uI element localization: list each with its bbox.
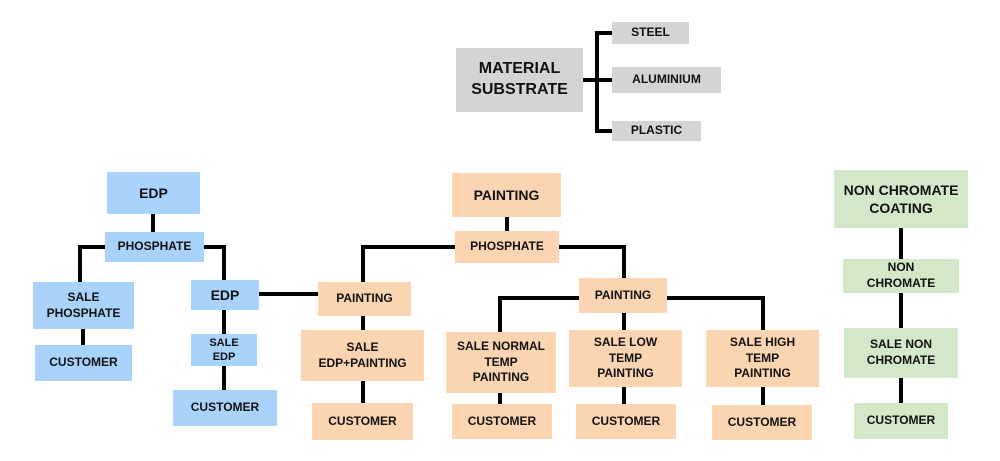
sale-normal-temp-painting-box: SALE NORMAL TEMP PAINTING <box>446 332 556 393</box>
painting-title-box: PAINTING <box>452 173 561 217</box>
sale-phosphate-box: SALE PHOSPHATE <box>33 282 134 329</box>
plastic-box: PLASTIC <box>612 121 701 141</box>
customer-high-temp-box: CUSTOMER <box>712 405 812 440</box>
edp-box: EDP <box>191 280 259 310</box>
customer-edp-box: CUSTOMER <box>173 390 277 426</box>
edp-title-box: EDP <box>107 172 200 214</box>
connector-painting-right-left <box>498 296 579 332</box>
customer-low-temp-box: CUSTOMER <box>576 404 676 439</box>
non-chromate-coating-box: NON CHROMATE COATING <box>834 170 968 228</box>
customer-phosphate-box: CUSTOMER <box>35 345 132 381</box>
painting-right-box: PAINTING <box>579 278 667 313</box>
sale-low-temp-painting-box: SALE LOW TEMP PAINTING <box>569 330 682 387</box>
sale-non-chromate-box: SALE NON CHROMATE <box>844 328 958 378</box>
edp-phosphate-box: PHOSPHATE <box>105 232 204 262</box>
connector-edp-phosphate-left <box>78 245 105 282</box>
connector-painting-phosphate-left <box>361 245 455 282</box>
connector-painting-right-high <box>667 296 765 330</box>
non-chromate-box: NON CHROMATE <box>843 259 959 293</box>
sale-high-temp-painting-box: SALE HIGH TEMP PAINTING <box>706 330 819 387</box>
aluminium-box: ALUMINIUM <box>612 67 721 93</box>
connector-edp-phosphate-right <box>204 245 226 280</box>
customer-edp-painting-box: CUSTOMER <box>312 403 413 440</box>
sale-edp-painting-box: SALE EDP+PAINTING <box>301 330 424 381</box>
sale-edp-box: SALE EDP <box>191 334 257 366</box>
connector-painting-phosphate-right <box>559 245 626 278</box>
painting-left-box: PAINTING <box>318 282 411 316</box>
non-chromate-customer-box: CUSTOMER <box>854 403 948 439</box>
material-substrate-box: MATERIAL SUBSTRATE <box>456 48 583 112</box>
customer-normal-temp-box: CUSTOMER <box>452 404 552 439</box>
steel-box: STEEL <box>612 22 689 44</box>
painting-phosphate-box: PHOSPHATE <box>455 231 559 263</box>
